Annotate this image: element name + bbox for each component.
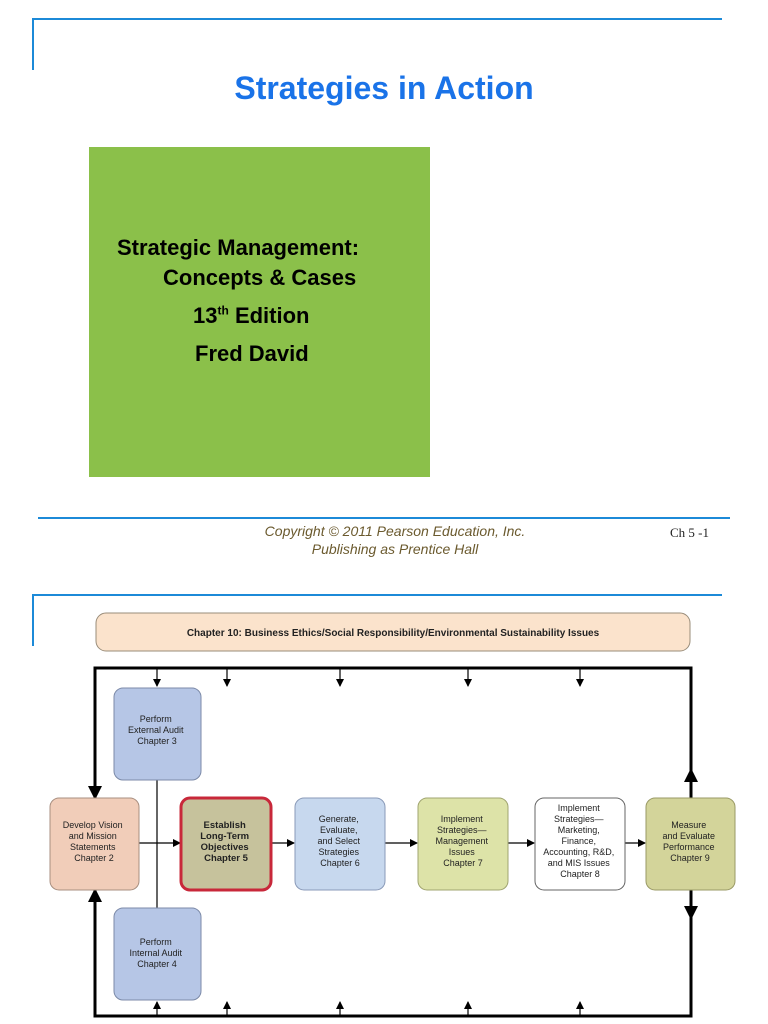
title-slide: Strategies in Action Strategic Managemen… [32,18,730,558]
book-edition: 13th Edition [193,303,309,329]
footer-rule [38,517,730,519]
model-slide: Chapter 10: Business Ethics/Social Respo… [0,575,768,1024]
generate-strategies-text: Generate, Evaluate, and Select Strategie… [317,814,362,868]
edition-word: Edition [234,303,310,328]
edition-suffix: th [217,303,229,318]
implement-marketing-text: Implement Strategies— Marketing, Finance… [543,803,617,879]
slide-top-rule [32,18,722,20]
edition-number: 13 [193,303,218,328]
internal-audit-text: Perform Internal Audit Chapter 4 [129,937,184,969]
implement-management-text: Implement Strategies— Management Issues … [435,814,490,868]
implement-management-box [417,797,509,891]
vision-mission-box [49,797,140,891]
slide-number: Ch 5 -1 [670,525,709,540]
book-title-line1: Strategic Management: [117,235,360,260]
vision-mission-text: Develop Vision and Mission Statements Ch… [63,820,125,863]
ethics-banner-text: Chapter 10: Business Ethics/Social Respo… [187,628,600,639]
book-author: Fred David [195,341,309,366]
copyright-text: Copyright © 2011 Pearson Education, Inc.… [200,522,590,558]
implement-marketing-box [534,797,626,891]
ethics-banner [95,612,691,652]
long-term-objectives-box [179,796,273,892]
long-term-objectives-text: Establish Long-Term Objectives Chapter 5 [200,820,252,864]
copyright-line2: Publishing as Prentice Hall [311,541,479,557]
measure-evaluate-box [645,797,736,891]
strategic-management-model-diagram: Chapter 10: Business Ethics/Social Respo… [49,612,736,1018]
generate-strategies-box [294,797,386,891]
internal-audit-box [113,907,202,1001]
slide-title: Strategies in Action [234,70,534,106]
external-audit-box [113,687,202,781]
copyright-line1: Copyright © 2011 Pearson Education, Inc. [264,523,526,539]
measure-evaluate-text: Measure and Evaluate Performance Chapter… [662,820,717,863]
slide2-left-rule [32,594,34,646]
book-cover-box: Strategic Management: Concepts & Cases 1… [89,147,430,477]
book-title-line2: Concepts & Cases [163,265,357,290]
external-audit-text: Perform External Audit Chapter 3 [128,714,186,746]
slide-left-rule [32,18,34,70]
slide2-top-rule [32,594,722,596]
